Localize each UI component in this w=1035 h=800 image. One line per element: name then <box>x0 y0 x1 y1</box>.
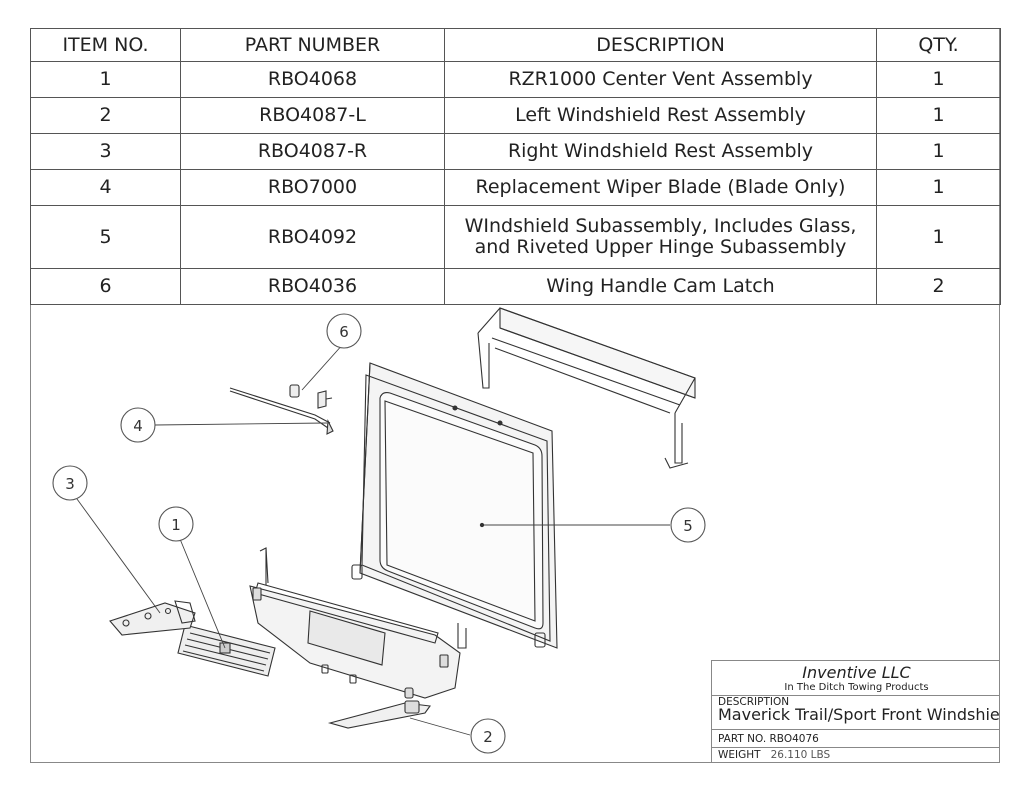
balloon-4-label: 4 <box>133 417 143 435</box>
balloon-2-label: 2 <box>483 728 493 746</box>
qty-cell: 1 <box>876 169 1001 206</box>
balloon-1-label: 1 <box>171 516 181 534</box>
description-cell: Replacement Wiper Blade (Blade Only) <box>444 169 877 206</box>
part-number-cell: RBO7000 <box>180 169 445 206</box>
balloon-6-label: 6 <box>339 323 349 341</box>
table-row: 3 RBO4087-R Right Windshield Rest Assemb… <box>30 133 1001 170</box>
company-name: Inventive LLC <box>802 663 911 682</box>
item-no-cell: 1 <box>30 61 181 98</box>
weight-label: WEIGHT <box>718 749 761 761</box>
bill-of-materials-table: ITEM NO. PART NUMBER DESCRIPTION QTY. 1 … <box>30 28 1001 305</box>
table-row: 2 RBO4087-L Left Windshield Rest Assembl… <box>30 97 1001 134</box>
part-number-cell: RBO4087-L <box>180 97 445 134</box>
vent-grille <box>177 624 276 677</box>
header-qty: QTY. <box>876 28 1001 62</box>
description-label: DESCRIPTION <box>718 696 790 708</box>
bom-header-row: ITEM NO. PART NUMBER DESCRIPTION QTY. <box>30 28 1001 62</box>
part-no-label: PART NO. <box>718 733 767 745</box>
divider <box>712 747 999 748</box>
company-subtitle: In The Ditch Towing Products <box>784 682 929 693</box>
table-row: 1 RBO4068 RZR1000 Center Vent Assembly 1 <box>30 61 1001 98</box>
description-line-2: and Riveted Upper Hinge Subassembly <box>474 236 847 258</box>
qty-cell: 1 <box>876 61 1001 98</box>
item-no-cell: 6 <box>30 268 181 305</box>
part-number-cell: RBO4087-R <box>180 133 445 170</box>
balloon-2: 2 <box>470 718 506 754</box>
balloon-5: 5 <box>670 507 706 543</box>
right-windshield-rest <box>109 600 196 636</box>
part-number-cell: RBO4068 <box>180 61 445 98</box>
balloon-5-label: 5 <box>683 517 693 535</box>
balloon-3: 3 <box>52 465 88 501</box>
qty-cell: 2 <box>876 268 1001 305</box>
qty-cell: 1 <box>876 205 1001 269</box>
center-vent-assembly <box>249 547 467 699</box>
header-part-number: PART NUMBER <box>180 28 445 62</box>
description-cell: RZR1000 Center Vent Assembly <box>444 61 877 98</box>
description-cell: Right Windshield Rest Assembly <box>444 133 877 170</box>
exploded-assembly-drawing: 6 4 3 1 5 2 <box>52 307 706 754</box>
upper-hinge-subassembly <box>477 307 696 469</box>
header-description: DESCRIPTION <box>444 28 877 62</box>
part-number-cell: RBO4036 <box>180 268 445 305</box>
table-row: 5 RBO4092 WIndshield Subassembly, Includ… <box>30 205 1001 269</box>
balloon-6: 6 <box>326 313 362 349</box>
item-no-cell: 2 <box>30 97 181 134</box>
cam-latch <box>289 384 333 409</box>
part-number-cell: RBO4092 <box>180 205 445 269</box>
balloon-4: 4 <box>120 407 156 443</box>
part-no-value: RBO4076 <box>769 733 819 745</box>
wiper-blade <box>229 387 334 435</box>
description-cell: Left Windshield Rest Assembly <box>444 97 877 134</box>
description-cell: WIndshield Subassembly, Includes Glass, … <box>444 205 877 269</box>
table-row: 4 RBO7000 Replacement Wiper Blade (Blade… <box>30 169 1001 206</box>
leader-dot <box>479 522 485 528</box>
windshield-subassembly <box>351 362 558 649</box>
item-no-cell: 4 <box>30 169 181 206</box>
balloon-1: 1 <box>158 506 194 542</box>
qty-cell: 1 <box>876 133 1001 170</box>
divider <box>712 695 999 696</box>
qty-cell: 1 <box>876 97 1001 134</box>
divider <box>712 729 999 730</box>
description-cell: Wing Handle Cam Latch <box>444 268 877 305</box>
item-no-cell: 3 <box>30 133 181 170</box>
leader-lines <box>76 342 670 736</box>
title-block: Inventive LLC In The Ditch Towing Produc… <box>711 660 1000 763</box>
part-no-row: PART NO. RBO4076 <box>718 733 819 745</box>
weight-value: 26.110 LBS <box>770 749 831 761</box>
drawing-description: Maverick Trail/Sport Front Windshield A <box>718 705 1000 724</box>
header-item-no: ITEM NO. <box>30 28 181 62</box>
description-line-1: WIndshield Subassembly, Includes Glass, <box>464 215 857 237</box>
balloon-3-label: 3 <box>65 475 75 493</box>
item-no-cell: 5 <box>30 205 181 269</box>
weight-row: WEIGHT 26.110 LBS <box>718 749 830 761</box>
table-row: 6 RBO4036 Wing Handle Cam Latch 2 <box>30 268 1001 305</box>
left-windshield-rest <box>327 700 431 729</box>
